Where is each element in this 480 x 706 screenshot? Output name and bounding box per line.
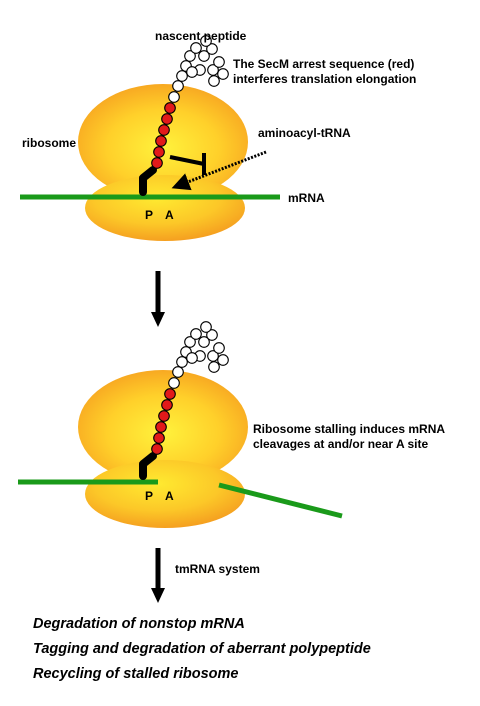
- peptide-residue: [206, 43, 218, 55]
- arrest-residue: [153, 146, 165, 158]
- peptide-residue: [217, 354, 229, 366]
- label-top-p-site: P: [145, 208, 153, 222]
- top-ribosome-small-subunit: [85, 175, 245, 241]
- arrest-residue: [155, 135, 167, 147]
- peptide-residue: [186, 66, 198, 78]
- top-nascent-peptide: [151, 35, 229, 169]
- arrest-residue: [164, 102, 176, 114]
- arrest-residue: [158, 124, 170, 136]
- top-inhibition-bar: [169, 153, 206, 175]
- aminoacyl-trna-arrow: [171, 150, 267, 191]
- peptide-residue: [208, 75, 220, 87]
- label-stall-line2: cleavages at and/or near A site: [253, 437, 429, 451]
- label-nascent-peptide: nascent peptide: [155, 29, 247, 43]
- label-aminoacyl-trna: aminoacyl-tRNA: [258, 126, 351, 140]
- label-mrna: mRNA: [288, 191, 325, 205]
- arrest-residue: [151, 443, 163, 455]
- label-bottom-p-site: P: [145, 489, 153, 503]
- label-bottom-a-site: A: [165, 489, 174, 503]
- peptide-residue: [213, 56, 225, 68]
- bottom-trna-p-site: [139, 452, 157, 480]
- peptide-residue: [198, 50, 210, 62]
- bottom-nascent-peptide: [151, 321, 229, 455]
- peptide-residue: [206, 329, 218, 341]
- outcome-3: Recycling of stalled ribosome: [33, 666, 239, 682]
- peptide-residue: [213, 342, 225, 354]
- arrest-residue: [158, 410, 170, 422]
- arrest-residue: [153, 432, 165, 444]
- bottom-ribosome-small-subunit: [85, 460, 245, 528]
- peptide-residue: [208, 361, 220, 373]
- peptide-residue: [184, 336, 196, 348]
- peptide-residue: [186, 352, 198, 364]
- peptide-residue: [172, 366, 184, 378]
- peptide-residue: [190, 328, 202, 340]
- arrest-residue: [161, 113, 173, 125]
- down-arrow-2: [151, 548, 165, 603]
- bottom-mrna-right-fragment: [218, 482, 343, 519]
- label-secm-line2: interferes translation elongation: [233, 72, 416, 86]
- label-ribosome: ribosome: [22, 136, 76, 150]
- arrest-residue: [164, 388, 176, 400]
- arrest-residue: [151, 157, 163, 169]
- peptide-residue: [176, 70, 188, 82]
- peptide-residue: [168, 377, 180, 389]
- outcome-1: Degradation of nonstop mRNA: [33, 616, 245, 632]
- arrest-residue: [161, 399, 173, 411]
- peptide-residue: [176, 356, 188, 368]
- peptide-residue: [200, 35, 212, 47]
- bottom-ribosome: [78, 370, 248, 528]
- top-ribosome: [78, 84, 248, 241]
- arrest-residue: [155, 421, 167, 433]
- label-secm-line1: The SecM arrest sequence (red): [233, 57, 414, 71]
- peptide-residue: [184, 50, 196, 62]
- peptide-residue: [190, 42, 202, 54]
- outcome-2: Tagging and degradation of aberrant poly…: [33, 641, 371, 657]
- label-tmrna-system: tmRNA system: [175, 562, 260, 576]
- label-top-a-site: A: [165, 208, 174, 222]
- peptide-residue: [217, 68, 229, 80]
- peptide-residue: [200, 321, 212, 333]
- peptide-residue: [198, 336, 210, 348]
- top-trna-p-site: [139, 166, 157, 196]
- peptide-residue: [168, 91, 180, 103]
- down-arrow-1: [151, 271, 165, 327]
- label-stall-line1: Ribosome stalling induces mRNA: [253, 422, 445, 436]
- peptide-residue: [172, 80, 184, 92]
